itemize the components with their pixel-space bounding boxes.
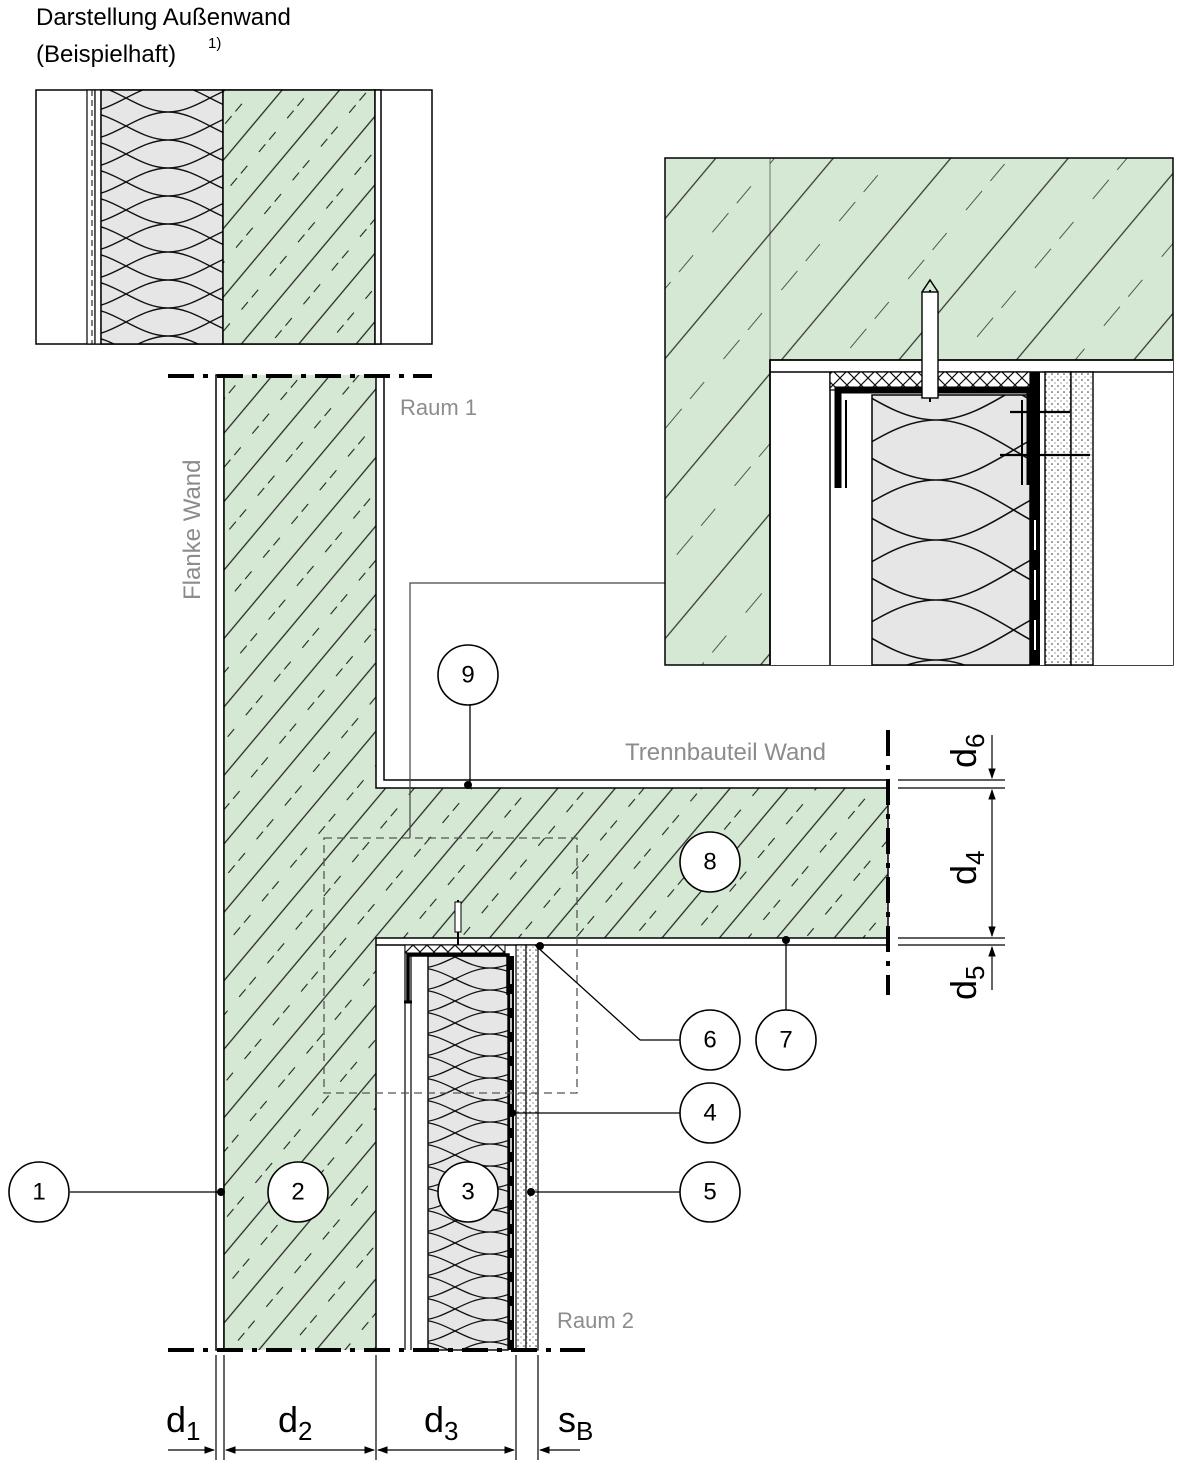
enlarged-detail	[664, 157, 1174, 666]
callout-2-number: 2	[291, 1179, 304, 1206]
callout-4-number: 4	[703, 1100, 716, 1127]
detail-frame	[323, 837, 578, 1094]
callout-5-number: 5	[703, 1179, 716, 1206]
dim-d6-label: d6	[943, 734, 990, 769]
bottom-dimension-lines	[168, 1355, 580, 1460]
trennbauteil-label: Trennbauteil Wand	[625, 739, 826, 766]
right-dimension-lines	[898, 735, 1005, 990]
flanke-wand-label: Flanke Wand	[179, 459, 206, 600]
dim-d2-label: d2	[278, 1399, 313, 1446]
dim-sb-label: sB	[558, 1399, 593, 1446]
callout-2: 2	[267, 1161, 329, 1223]
leader-lines	[70, 705, 787, 1193]
detail-connector	[409, 582, 665, 838]
callout-8: 8	[679, 831, 741, 893]
callout-9: 9	[437, 644, 499, 706]
callout-6: 6	[679, 1009, 741, 1071]
callout-7: 7	[755, 1009, 817, 1071]
callout-5: 5	[679, 1161, 741, 1223]
exterior-wall-detail	[35, 89, 433, 345]
callout-7-number: 7	[779, 1027, 792, 1054]
title-line-2: (Beispielhaft)	[36, 41, 176, 68]
leader-dots	[217, 781, 790, 1196]
callout-8-number: 8	[703, 849, 716, 876]
callout-3-number: 3	[461, 1179, 474, 1206]
callout-1: 1	[8, 1161, 70, 1223]
room-2-lining	[404, 900, 539, 1351]
title-footnote: 1)	[208, 35, 221, 52]
callout-1-number: 1	[32, 1179, 45, 1206]
dim-d3-label: d3	[424, 1399, 459, 1446]
callout-9-number: 9	[461, 662, 474, 689]
dim-d4-label: d4	[943, 851, 990, 886]
title-line-1: Darstellung Außenwand	[36, 4, 291, 31]
break-lines	[168, 374, 890, 1352]
callout-6-number: 6	[703, 1027, 716, 1054]
callout-3: 3	[437, 1161, 499, 1223]
raum-1-label: Raum 1	[400, 395, 477, 420]
callout-4: 4	[679, 1082, 741, 1144]
dim-d5-label: d5	[943, 966, 990, 1001]
dim-d1-label: d1	[166, 1399, 201, 1446]
raum-2-label: Raum 2	[557, 1308, 634, 1333]
